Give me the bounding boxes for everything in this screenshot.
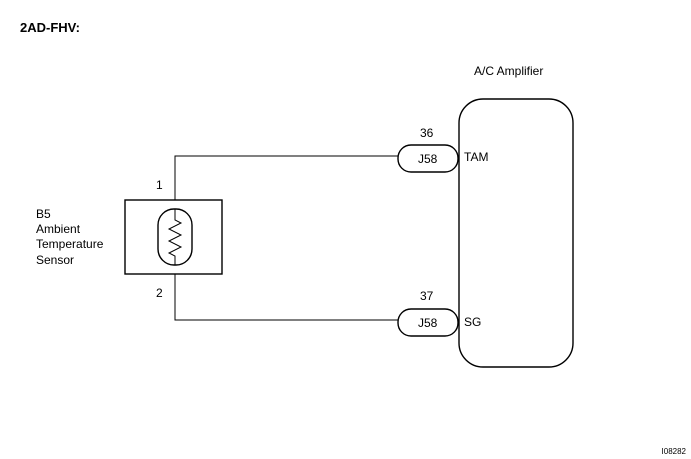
connector-j58-pin36 <box>397 144 459 173</box>
thermistor-zigzag-icon <box>167 209 183 265</box>
terminal-sg: SG <box>464 315 481 329</box>
sensor-name-line2: Temperature <box>36 237 104 251</box>
sensor-name-line1: Ambient <box>36 222 81 236</box>
engine-variant-header: 2AD-FHV: <box>20 20 80 35</box>
ac-amplifier-title: A/C Amplifier <box>474 64 543 78</box>
connector-pin-37: 37 <box>420 289 434 303</box>
sensor-code: B5 <box>36 207 51 221</box>
wire-tam <box>174 155 398 215</box>
connector-code-top: J58 <box>418 152 438 166</box>
ac-amplifier-box <box>458 98 574 368</box>
sensor-pin-top: 1 <box>156 178 163 192</box>
sensor-pin-bottom: 2 <box>156 286 163 300</box>
wire-sg <box>174 258 398 321</box>
sensor-name-line3: Sensor <box>36 253 74 267</box>
figure-code: I08282 <box>662 447 687 456</box>
connector-code-bottom: J58 <box>418 316 438 330</box>
connector-pin-36: 36 <box>420 126 434 140</box>
terminal-tam: TAM <box>464 150 488 164</box>
connector-j58-pin37 <box>397 308 459 337</box>
